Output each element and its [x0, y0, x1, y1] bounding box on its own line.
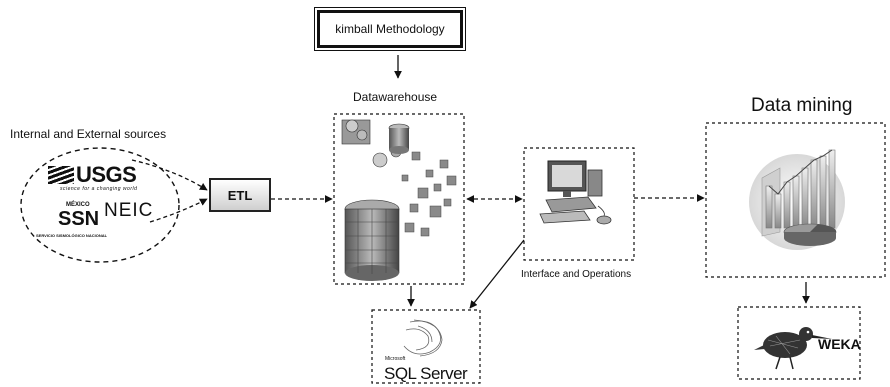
interface-label: Interface and Operations — [521, 269, 632, 280]
arrow-sources-to-etl-upper — [131, 159, 208, 191]
sql-server-label: SQL Server — [384, 364, 468, 383]
sql-server-box — [371, 309, 481, 384]
weka-box — [737, 306, 861, 380]
etl-box: ETL — [209, 178, 271, 212]
data-mining-box — [705, 122, 886, 278]
interface-box — [523, 147, 635, 261]
usgs-logo: USGS — [48, 162, 137, 188]
ssn-subtitle: SERVICIO SISMOLÓGICO NACIONAL — [36, 233, 108, 238]
sources-ellipse — [20, 147, 180, 263]
ssn-logo: SSN — [58, 208, 100, 230]
neic-logo: NEIC — [104, 200, 154, 221]
sql-microsoft-label: Microsoft — [385, 356, 406, 362]
sql-server-logo-icon — [403, 319, 443, 357]
weka-label: WEKA — [818, 336, 861, 352]
kimball-methodology-label: kimball Methodology — [335, 22, 445, 36]
arrow-interface-to-sql — [469, 239, 525, 309]
data-mining-title: Data mining — [751, 95, 853, 116]
sources-title: Internal and External sources — [10, 127, 167, 141]
usgs-logo-text: USGS — [76, 162, 137, 187]
computer-icon — [539, 160, 612, 225]
usgs-wave-icon — [48, 166, 74, 184]
bar-chart-icon — [749, 149, 845, 250]
datawarehouse-title: Datawarehouse — [353, 90, 438, 104]
database-cubes-icon — [341, 119, 457, 281]
weka-bird-icon — [754, 327, 832, 370]
etl-label: ETL — [227, 187, 253, 203]
usgs-tagline: science for a changing world — [60, 186, 138, 192]
arrow-sources-to-etl-lower — [149, 198, 208, 223]
kimball-methodology-box: kimball Methodology — [314, 7, 466, 51]
mexico-label: MÉXICO — [66, 202, 90, 208]
